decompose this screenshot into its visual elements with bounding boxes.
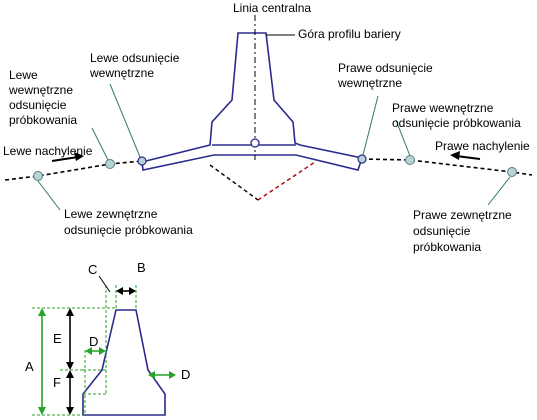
dim-d-outer-arrow-left bbox=[148, 371, 155, 379]
right-outer-sampling-point bbox=[507, 167, 517, 177]
left-outer-sampling-point bbox=[33, 171, 43, 181]
subgrade-left-dash bbox=[209, 164, 259, 201]
left-inner-offset-point bbox=[137, 156, 147, 166]
dim-d-inner-arrow bbox=[99, 347, 106, 355]
dim-a-label: A bbox=[25, 359, 34, 374]
left-inner-sampling-label: Lewe wewnętrzne odsunięcie próbkowania bbox=[8, 68, 77, 127]
right-outer-sampling-leader bbox=[487, 176, 511, 206]
dim-c-label: C bbox=[88, 262, 97, 277]
dim-d-outer-arrow-right bbox=[169, 371, 176, 379]
left-inner-offset-leader bbox=[109, 83, 141, 158]
right-slope-arrow-line bbox=[455, 155, 481, 160]
dim-a-arrow-bottom bbox=[38, 407, 46, 415]
dim-e-label: E bbox=[53, 331, 62, 346]
left-slope-label: Lewe nachylenie bbox=[3, 144, 93, 158]
dim-b-arrow-right bbox=[129, 287, 136, 295]
right-outer-sampling-label: Prawe zewnętrzne odsunięcie próbkowania bbox=[413, 208, 515, 254]
centerline-label: Linia centralna bbox=[233, 1, 311, 15]
subgrade-right-dash bbox=[257, 161, 316, 201]
slope-line-right bbox=[361, 158, 533, 176]
dim-b-label: B bbox=[137, 260, 146, 275]
barrier-profile bbox=[141, 32, 364, 171]
right-inner-offset-point bbox=[357, 154, 367, 164]
dim-d-inner-arrow-left bbox=[85, 347, 92, 355]
center-point bbox=[250, 138, 260, 148]
dim-d-inner-label: D bbox=[89, 334, 98, 349]
dim-e-arrow-bottom bbox=[66, 362, 74, 370]
left-slope-arrowhead bbox=[74, 152, 84, 161]
right-inner-sampling-point bbox=[405, 155, 415, 165]
right-inner-sampling-label: Prawe wewnętrzne odsunięcie próbkowania bbox=[392, 101, 521, 130]
dim-d-outer-label: D bbox=[181, 367, 190, 382]
right-slope-arrowhead bbox=[450, 151, 460, 160]
right-inner-sampling-leader bbox=[395, 119, 411, 157]
dim-e-arrow-top bbox=[66, 308, 74, 316]
barrier-top-label: Góra profilu bariery bbox=[298, 27, 401, 41]
left-inner-sampling-leader bbox=[91, 127, 109, 161]
left-inner-sampling-point bbox=[105, 159, 115, 169]
dim-a-arrow-top bbox=[38, 308, 46, 316]
right-slope-label: Prawe nachylenie bbox=[435, 139, 530, 153]
left-inner-offset-label: Lewe odsunięcie wewnętrzne bbox=[89, 51, 183, 80]
dim-f-arrow-top bbox=[66, 370, 74, 378]
right-inner-offset-label: Prawe odsunięcie wewnętrzne bbox=[337, 61, 436, 90]
left-slope-arrow-line bbox=[51, 156, 79, 162]
dim-f-label: F bbox=[53, 375, 61, 390]
dim-f-arrow-bottom bbox=[66, 407, 74, 415]
left-outer-sampling-label: Lewe zewnętrzne odsunięcie próbkowania bbox=[64, 207, 193, 237]
slope-line bbox=[4, 160, 143, 181]
barrier-detail-profile bbox=[82, 309, 166, 416]
dim-c-leader bbox=[98, 275, 111, 293]
dim-b-arrow-left bbox=[116, 287, 123, 295]
right-inner-offset-leader bbox=[362, 95, 379, 156]
left-outer-sampling-leader bbox=[37, 180, 61, 211]
dimension-guides bbox=[32, 285, 137, 416]
